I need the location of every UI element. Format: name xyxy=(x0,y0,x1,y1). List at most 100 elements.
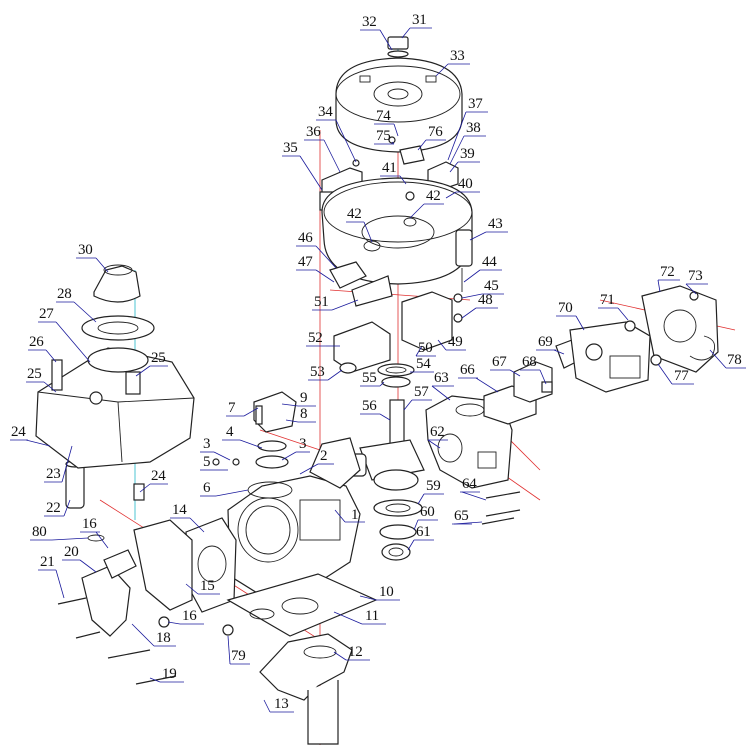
callout-label: 53 xyxy=(310,364,324,380)
callout-69: 69 xyxy=(536,334,565,355)
callout-59: 59 xyxy=(417,478,444,505)
callout-72: 72 xyxy=(657,264,680,293)
callout-label: 67 xyxy=(492,354,507,370)
callout-37: 37 xyxy=(447,96,488,161)
callout-label: 33 xyxy=(450,48,464,64)
callout-label: 22 xyxy=(46,500,60,516)
callout-label: 45 xyxy=(484,278,498,294)
part-drawings xyxy=(35,36,736,745)
callout-label: 56 xyxy=(362,398,377,414)
callout-26: 26 xyxy=(28,334,57,363)
callout-12: 12 xyxy=(333,644,370,661)
callout-2: 2 xyxy=(299,448,334,475)
callout-label: 69 xyxy=(538,334,552,350)
callout-label: 50 xyxy=(418,340,432,356)
callout-8: 8 xyxy=(285,406,316,423)
callout-label: 54 xyxy=(416,356,431,372)
small-fasteners xyxy=(87,458,240,636)
callout-label: 5 xyxy=(203,454,210,470)
drive-shaft-housing xyxy=(259,633,353,745)
fuel-cap xyxy=(93,264,141,303)
callout-label: 28 xyxy=(57,286,71,302)
starter-bracket xyxy=(329,261,393,307)
callout-20: 20 xyxy=(62,544,97,573)
lower-seals xyxy=(373,499,423,561)
callout-label: 75 xyxy=(376,128,390,144)
fuel-tank xyxy=(35,347,195,469)
callout-label: 32 xyxy=(362,14,376,30)
callout-34: 34 xyxy=(316,104,357,163)
callout-1: 1 xyxy=(334,507,365,523)
callout-70: 70 xyxy=(556,300,585,331)
callout-44: 44 xyxy=(463,254,502,283)
callout-label: 8 xyxy=(300,406,307,422)
callout-label: 73 xyxy=(688,268,702,284)
callout-13: 13 xyxy=(263,696,294,713)
flywheel xyxy=(335,57,463,153)
callout-36: 36 xyxy=(304,124,341,173)
callout-label: 21 xyxy=(40,554,54,570)
throttle-cam xyxy=(401,291,463,351)
callout-5: 5 xyxy=(200,454,228,471)
callout-6: 6 xyxy=(200,480,249,497)
flywheel-nut xyxy=(387,36,409,58)
callout-label: 37 xyxy=(468,96,483,112)
callout-label: 78 xyxy=(727,352,741,368)
cylinder-block xyxy=(227,437,361,597)
callout-label: 38 xyxy=(466,120,480,136)
callout-label: 7 xyxy=(228,400,236,416)
callout-7: 7 xyxy=(226,400,259,417)
callout-66: 66 xyxy=(458,362,499,393)
callout-49: 49 xyxy=(437,334,466,351)
callout-label: 52 xyxy=(308,330,322,346)
callout-label: 23 xyxy=(46,466,60,482)
callout-47: 47 xyxy=(296,254,335,283)
callout-label: 4 xyxy=(226,424,234,440)
callout-label: 61 xyxy=(416,524,430,540)
callout-label: 59 xyxy=(426,478,440,494)
callout-53: 53 xyxy=(308,364,343,381)
upper-oil-seal xyxy=(377,363,415,388)
callout-41: 41 xyxy=(380,160,407,185)
callout-label: 68 xyxy=(522,354,536,370)
callout-label: 65 xyxy=(454,508,468,524)
crankcase-cover xyxy=(425,395,513,489)
callout-79: 79 xyxy=(227,635,250,665)
callout-52: 52 xyxy=(306,330,340,347)
callout-label: 77 xyxy=(674,368,689,384)
callout-43: 43 xyxy=(469,216,508,241)
reed-valve xyxy=(483,361,553,425)
callout-42: 42 xyxy=(346,206,373,243)
callout-label: 11 xyxy=(365,608,379,624)
callout-label: 16 xyxy=(82,516,97,532)
side-bracket xyxy=(57,519,193,685)
callout-48: 48 xyxy=(461,292,498,319)
callout-42: 42 xyxy=(409,188,444,219)
callout-30: 30 xyxy=(76,242,109,273)
callout-label: 42 xyxy=(426,188,440,204)
callout-25: 25 xyxy=(26,366,57,393)
callout-label: 36 xyxy=(306,124,321,140)
callout-15: 15 xyxy=(185,578,220,595)
callout-label: 72 xyxy=(660,264,674,280)
callout-24: 24 xyxy=(139,468,168,493)
callout-label: 20 xyxy=(64,544,78,560)
callout-50: 50 xyxy=(415,340,436,357)
callout-label: 51 xyxy=(314,294,328,310)
callout-27: 27 xyxy=(38,306,91,363)
callout-label: 25 xyxy=(151,350,165,366)
callout-11: 11 xyxy=(333,608,386,625)
callout-label: 55 xyxy=(362,370,376,386)
callout-60: 60 xyxy=(413,504,438,531)
callout-label: 60 xyxy=(420,504,434,520)
cylinder-gasket xyxy=(185,517,237,613)
callout-label: 63 xyxy=(434,370,448,386)
callout-35: 35 xyxy=(282,140,323,191)
callout-10: 10 xyxy=(359,584,400,601)
callout-label: 24 xyxy=(151,468,166,484)
callout-18: 18 xyxy=(131,623,176,647)
callout-label: 15 xyxy=(200,578,214,594)
callout-label: 6 xyxy=(203,480,211,496)
callout-label: 9 xyxy=(300,390,307,406)
callout-label: 35 xyxy=(283,140,297,156)
